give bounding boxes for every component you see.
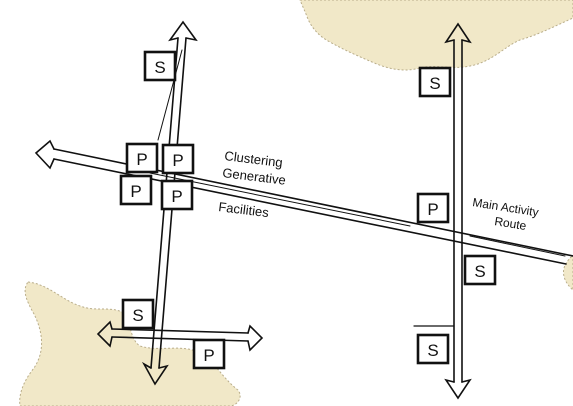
urban-activity-diagram: P P P P P P S S [0,0,573,406]
